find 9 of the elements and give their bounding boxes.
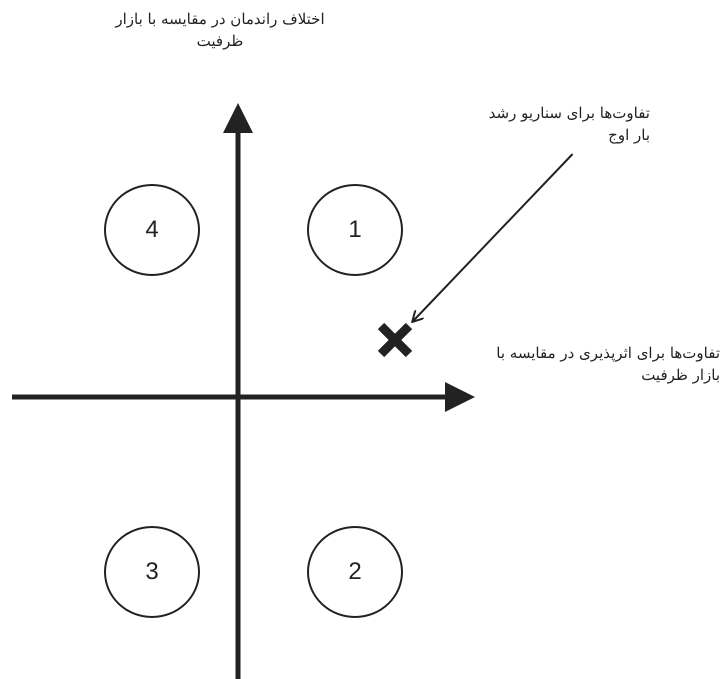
circle-number: 2: [348, 558, 362, 586]
leader-arrow: [411, 153, 574, 323]
callout-text: تفاوت‌ها برای سناریو رشد بار اوج: [470, 102, 650, 146]
circle-number: 4: [145, 216, 159, 244]
circle-number: 1: [348, 216, 362, 244]
cross-mark: [376, 322, 414, 358]
axis-label: تفاوت‌ها برای اثرپذیری در مقایسه با بازار ظرفیت: [495, 343, 720, 386]
axis-label: اختلاف راندمان در مقایسه با بازار ظرفیت: [114, 9, 326, 52]
circle-number: 3: [145, 558, 159, 586]
